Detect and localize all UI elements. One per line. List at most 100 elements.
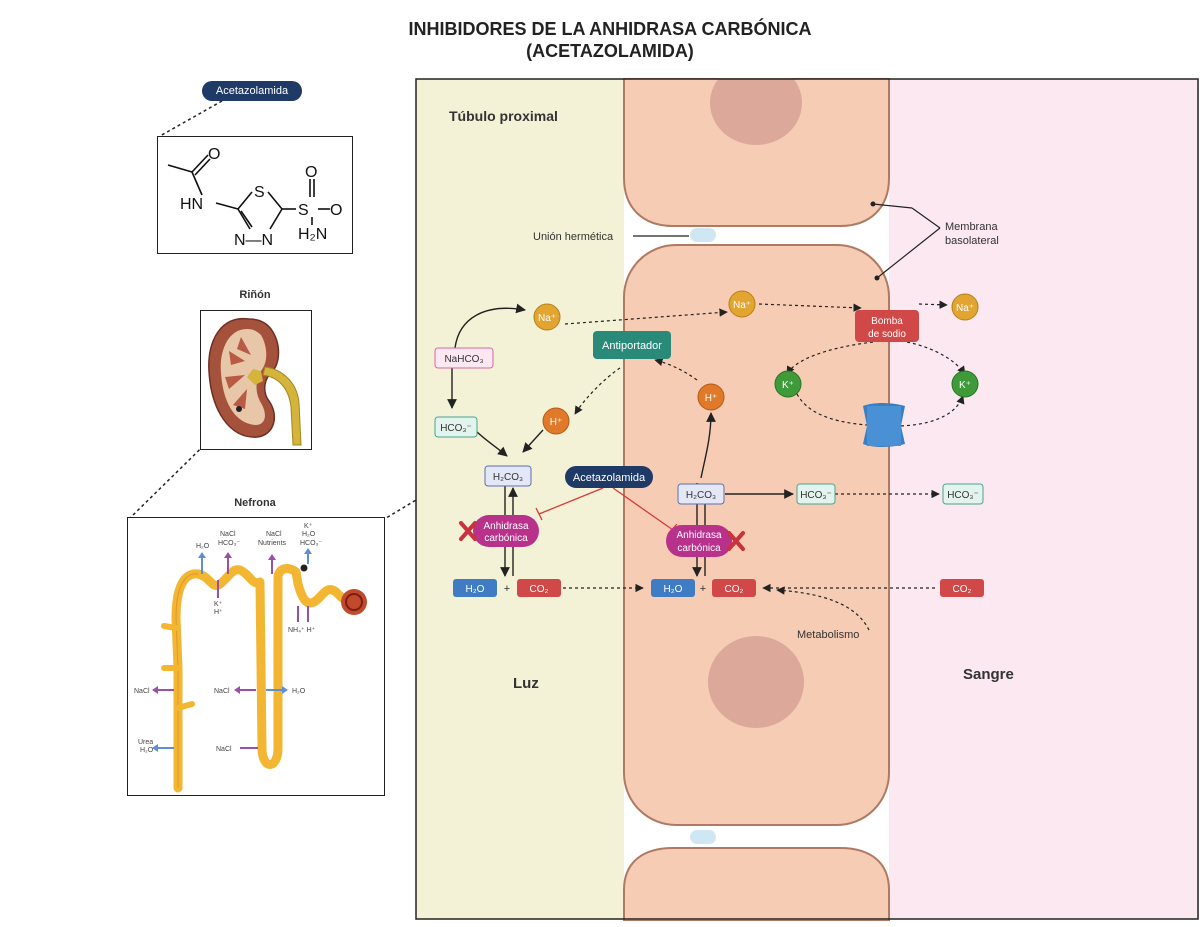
lumen-region [416,79,624,919]
membrane-label-a: Membrana [945,221,998,233]
atom-o3: O [330,202,342,219]
na-lumen-label: Na⁺ [538,313,556,324]
x-mark-lumen [459,521,477,541]
ca-lumen-box [473,515,539,547]
na-cell-label: Na⁺ [733,300,751,311]
ca-lumen-label-a: Anhidrasa [483,521,528,532]
na-cell-circle [728,290,756,318]
atom-o2: O [305,164,317,181]
neph-nacl-b: NaCl [266,531,282,538]
membrane-label-b: basolateral [945,235,999,247]
pump-label-a: Bomba [871,316,903,327]
neph-nutrients: Nutrients [258,540,287,547]
neph-h2o2: H₂O [292,688,306,695]
h-lumen-label: H⁺ [550,417,563,428]
tight-junction-label: Unión hermética [533,231,614,243]
atom-h2n: H₂N [298,226,327,243]
k-channel [863,403,905,447]
neph-nh: NH₄⁺ H⁺ [288,627,316,634]
kidney-panel [200,310,312,450]
co2-blood-label: CO₂ [953,584,972,595]
co2-cell-box [712,579,756,597]
h2co3-cell-box [677,483,725,505]
sangre-label: Sangre [963,666,1014,683]
neph-nacl2: NaCl [214,688,230,695]
h-cell-label: H⁺ [705,393,718,404]
nahco3-box [434,347,494,369]
neph-hco3-a: HCO₃⁻ [218,540,240,547]
plus-lumen: + [504,583,510,595]
neph-kh-a: K⁺ [214,601,223,608]
acetazolamide-structure: O HN S S O O N—N H₂N [167,146,342,249]
neph-nacl-a: NaCl [220,531,236,538]
na-blood-circle [951,293,979,321]
tight-junction-bottom [690,830,716,844]
h2o-lumen-label: H₂O [466,584,485,595]
neph-urea-b: H₂O [140,747,154,754]
antiporter-label: Antiportador [602,340,662,352]
k-right-label: K⁺ [959,380,971,391]
ca-cell-label-b: carbónica [677,543,721,554]
structure-panel: O HN S S O O N—N H₂N [157,136,353,254]
neph-k-c: HCO₃⁻ [300,540,322,547]
hco3-blood-box [942,483,984,505]
kidney-icon [208,317,302,446]
blood-region [889,79,1199,919]
metabolismo-label: Metabolismo [797,629,859,641]
main-diagram: Túbulo proximal Luz Sangre Unión herméti… [415,78,1199,921]
neph-k-a: K⁺ [304,523,313,530]
neph-nacl3: NaCl [216,746,232,753]
upper-cell [623,78,890,227]
h2o-cell-box [651,579,695,597]
neph-nacl1: NaCl [134,688,150,695]
nephron-diagram: H₂O NaCl HCO₃⁻ NaCl Nutrients K⁺ H₂O HCO… [134,523,367,793]
h2co3-cell-label: H₂CO₃ [686,490,716,501]
middle-cell [623,244,890,826]
drug-pill: Acetazolamida [202,81,302,101]
acetazolamida-pill [565,466,653,488]
tubule-label: Túbulo proximal [449,108,558,124]
h2o-lumen-box [453,579,497,597]
atom-s: S [254,184,265,201]
antiporter-box [593,331,671,359]
co2-lumen-box [517,579,561,597]
h2o-cell-label: H₂O [664,584,683,595]
h2co3-lumen-label: H₂CO₃ [493,472,523,483]
plus-cell: + [700,583,706,595]
co2-lumen-label: CO₂ [530,584,549,595]
tight-junction-top [690,228,716,242]
ca-lumen-label-b: carbónica [484,533,528,544]
co2-blood-box [940,579,984,597]
k-right-circle [951,370,979,398]
page-title: INHIBIDORES DE LA ANHIDRASA CARBÓNICA [408,19,812,39]
lower-cell [623,847,890,921]
h-cell-circle [697,383,725,411]
nahco3-label: NaHCO₃ [444,354,483,365]
upper-nucleus [710,78,802,145]
ca-cell-label-a: Anhidrasa [676,530,721,541]
sodium-pump-box [855,310,919,342]
h-lumen-circle [542,407,570,435]
acetazolamida-label: Acetazolamida [573,472,646,484]
x-mark-cell [727,531,745,551]
atom-s2: S [298,202,309,219]
nephron-panel: H₂O NaCl HCO₃⁻ NaCl Nutrients K⁺ H₂O HCO… [127,517,385,796]
neph-h2o-a: H₂O [196,543,210,550]
na-lumen-circle [533,303,561,331]
neph-k-b: H₂O [302,531,316,538]
atom-nn: N—N [234,232,273,249]
co2-cell-label: CO₂ [725,584,744,595]
atom-o1: O [208,146,220,163]
hco3-lumen-label: HCO₃⁻ [440,423,472,434]
hco3-blood-label: HCO₃⁻ [947,490,979,501]
luz-label: Luz [513,675,539,692]
na-blood-label: Na⁺ [956,303,974,314]
frame [415,78,1199,920]
neph-kh-b: H⁺ [214,609,223,616]
atom-hn: HN [180,196,203,213]
neph-urea-a: Urea [138,739,153,746]
h2co3-lumen-box [484,465,532,487]
k-left-circle [774,370,802,398]
ca-cell-box [666,525,732,557]
nephron-label: Nefrona [234,497,276,509]
